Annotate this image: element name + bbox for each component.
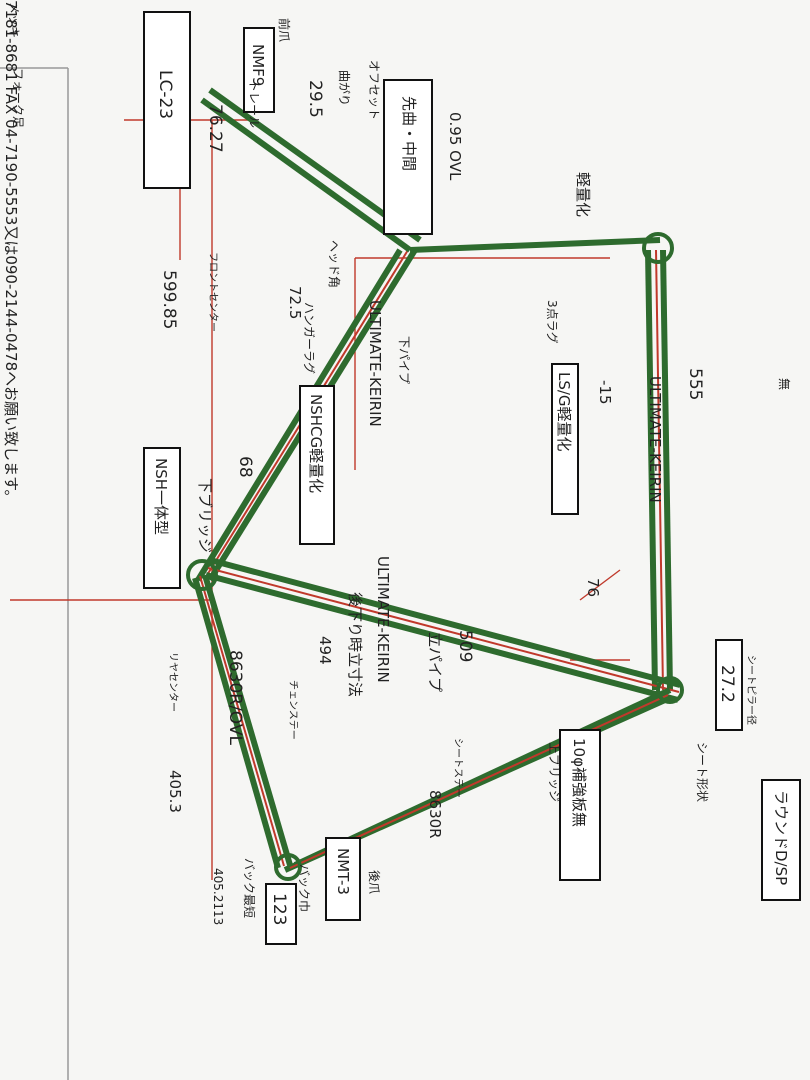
back-width-label: バック巾 [297,864,311,912]
rear-axle [274,853,302,881]
top-lug-box [551,363,579,515]
trail-value: 76.27 [205,104,225,153]
down-pipe-spec2: ULTIMATE-KEIRIN [366,300,384,427]
back-width-box [265,883,297,945]
bb-value: 68 [235,456,255,478]
drop-label: 後下り時立寸法 [346,592,364,697]
head-angle-value: 72.5 [286,286,304,319]
fork-value: 0.95 OVL [446,112,464,181]
fork-crown-box [143,11,191,189]
head-lug [642,232,674,264]
header-top-left: メッキ [7,2,21,38]
seat-tube-value: 76 [584,578,602,597]
front-center-value: 599.85 [159,270,179,329]
back-min-value: 405.2113 [211,868,225,925]
fork-label: フォーク足 [11,68,25,128]
rear-center-label: リヤセンター [167,652,179,712]
seat-pipe-length: 509 [455,630,475,662]
hanger-lug-label: ハンガーラグ [302,302,316,374]
hanger-lug-box [299,385,335,545]
chainstay-label: チェンステー [287,680,299,740]
seat-tube [205,557,681,703]
chain-stay [192,574,293,869]
seatpillar-value: 27.2 [717,665,737,703]
rear-center-value: 405.3 [166,770,184,813]
drop-value: 494 [316,636,334,665]
bend-value: 先曲・中間 [400,96,418,171]
seatpillar-box [715,639,743,731]
hanger-lug-value: NSHCG軽量化 [307,394,325,493]
rear-dropout-label: 後爪 [367,870,381,894]
front-dropout-label: 前爪 [277,18,292,42]
bend-label: 曲がり [337,70,352,106]
top-length: 555 [685,368,705,400]
rear-dropout-box [325,837,361,921]
seat-stay-value: 8630R [426,790,444,839]
chain-stay-center [199,575,285,867]
top-pipe-lug: LS/G軽量化 [555,372,573,452]
seat-tube-center [207,567,680,693]
bb-shell [186,559,218,591]
header-top-mid: 無 [777,378,792,390]
rear-dropout-value: NMT-3 [334,848,352,895]
three-lug-label: 3点ラグ [545,300,559,344]
trail-label: トレール [247,80,261,128]
front-dropout-box [243,27,275,113]
seat-pipe-label: 立パイプ [426,632,444,692]
bend-box [383,79,433,235]
down-pipe-label: 下パイプ [397,336,411,384]
upper-bridge-box [559,729,601,881]
top-tube [645,249,673,691]
top-tube-center [655,249,664,691]
seat-shape-label: シート形状 [695,742,709,802]
bb-shell-value: NSH一体型 [152,458,170,535]
seatpillar-label: シートピラー径 [745,655,758,725]
seat-lug-arrow [579,569,621,601]
seat-stay-label: シートステー [452,738,463,798]
head-angle-label: ヘッド角 [327,240,341,288]
back-width-value: 123 [269,893,289,925]
lower-bridge-label: 下ブリッジ [196,478,214,553]
top-pipe-spec: ULTIMATE-KEIRIN [646,376,664,503]
chainstay-value: 8630R/OVL [225,650,245,746]
top-offset: -15 [596,380,614,405]
front-center-label: フロントセンター [207,252,219,332]
upper-bridge-label: 上ブリッジ [547,742,562,802]
frame-tubes [186,87,684,881]
back-min-label: バック最短 [242,858,256,918]
front-dropout-value: NMF9 [249,44,267,86]
down-pipe-spec: ULTIMATE-KEIRIN [374,556,392,683]
fork-crown: LC-23 [155,70,175,119]
offset-label: オフセット [367,60,381,120]
bb-shell-box [143,447,181,589]
offset-value: 29.5 [305,80,325,118]
contact-line: 7181-8681 FAX 04-7190-5553又は090-2144-047… [2,0,20,505]
lightweight-label: 軽量化 [574,172,592,217]
upper-bridge-value: 10φ補強板無 [570,738,588,827]
seat-lug [656,676,684,704]
seat-shape-box [761,779,801,901]
seat-shape-value: ラウンドD/SP [772,790,790,885]
